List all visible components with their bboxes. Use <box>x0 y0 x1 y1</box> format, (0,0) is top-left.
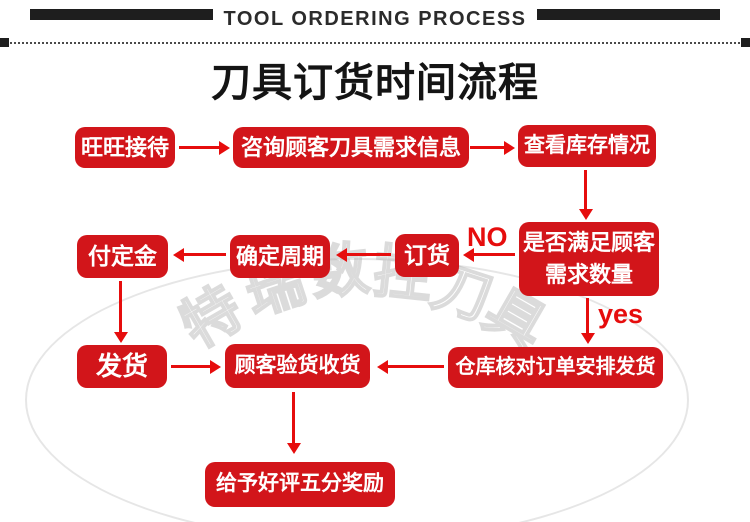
arrow-satisfy-to-warehouse <box>581 298 595 344</box>
arrow-deposit-to-ship <box>114 281 128 343</box>
arrow-inquiry-to-check-stock <box>470 141 515 155</box>
arrow-confirm-cycle-to-deposit <box>173 248 226 262</box>
divider-cap-right <box>741 38 750 47</box>
watermark-ellipse <box>25 258 689 522</box>
flow-node-satisfy-line1: 是否满足顾客 <box>522 230 655 256</box>
flow-node-reception: 旺旺接待 <box>75 127 175 168</box>
flow-node-confirm-cycle: 确定周期 <box>230 235 330 278</box>
arrow-order-to-confirm-cycle <box>336 248 391 262</box>
arrow-receive-to-review <box>287 392 301 454</box>
flow-node-deposit: 付定金 <box>77 235 168 278</box>
dotted-divider <box>6 42 744 44</box>
branch-label-yes: yes <box>598 299 644 329</box>
flow-node-review: 给予好评五分奖励 <box>205 462 395 507</box>
branch-label-no: NO <box>467 222 508 252</box>
arrow-check-stock-to-satisfy <box>579 170 593 220</box>
flow-node-ship: 发货 <box>77 345 167 388</box>
flow-node-satisfy-line2: 需求数量 <box>544 262 633 287</box>
flow-node-warehouse: 仓库核对订单安排发货 <box>448 347 663 388</box>
header-rule-right <box>537 9 720 20</box>
arrow-satisfy-to-order <box>463 248 515 262</box>
divider-cap-left <box>0 38 9 47</box>
flow-node-inquiry: 咨询顾客刀具需求信息 <box>233 127 469 168</box>
header-rule-left <box>30 9 213 20</box>
flow-node-check-stock: 查看库存情况 <box>518 125 656 167</box>
flow-node-satisfy-demand: 是否满足顾客 需求数量 <box>519 222 659 296</box>
page-title: 刀具订货时间流程 <box>211 61 539 105</box>
arrow-warehouse-to-receive <box>377 360 444 374</box>
flow-node-order: 订货 <box>395 234 459 277</box>
arrow-reception-to-inquiry <box>179 141 230 155</box>
header-english-title: TOOL ORDERING PROCESS <box>223 8 527 30</box>
arrow-ship-to-receive <box>171 360 221 374</box>
flow-node-receive: 顾客验货收货 <box>225 344 370 388</box>
